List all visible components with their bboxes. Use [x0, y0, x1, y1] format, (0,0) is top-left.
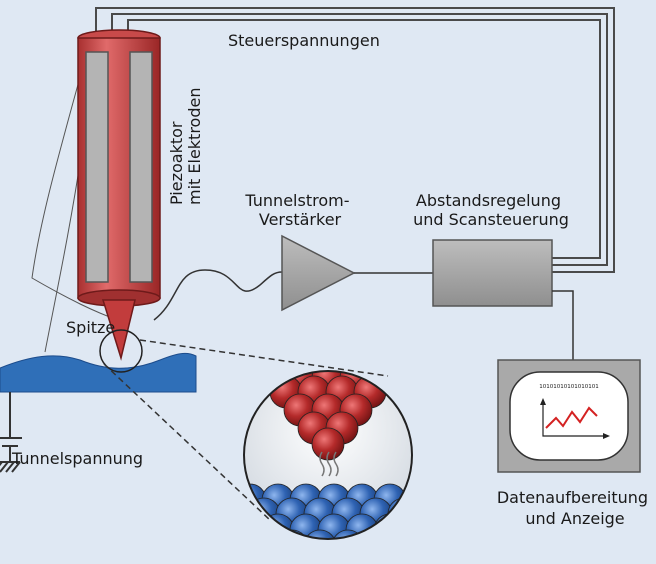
sample-atom [303, 529, 337, 539]
sample-atom [387, 529, 412, 539]
display-label-line2: und Anzeige [525, 509, 624, 528]
display-monitor: 10101010101010101 [497, 359, 641, 473]
piezo-label-line2: mit Elektroden [185, 88, 204, 205]
amplifier-label-line1: Tunnelstrom- [244, 191, 349, 210]
electrode-left [85, 51, 109, 283]
controller-box [432, 239, 553, 307]
tip-label: Spitze [66, 318, 115, 337]
amplifier-triangle [281, 234, 356, 312]
plot-axes [542, 402, 606, 437]
sample-atom [387, 497, 412, 531]
amplifier-label-line2: Verstärker [259, 210, 342, 229]
plot-axis-arrow-y [540, 398, 546, 405]
control-voltages-label: Steuerspannungen [228, 31, 380, 50]
electrode-right [129, 51, 153, 283]
sample-surface [0, 352, 197, 393]
controller-to-display-wire [552, 290, 574, 360]
piezo-actuator [77, 29, 161, 361]
amplifier-label: Tunnelstrom- Verstärker [244, 191, 354, 229]
tip-shape [101, 299, 136, 361]
sample-atom [244, 497, 253, 531]
magnified-view [243, 370, 448, 540]
sample-atom [416, 498, 448, 530]
sample-atom [359, 529, 393, 539]
tip-zoom-circle [99, 329, 143, 373]
zoom-dashed-lines [103, 339, 389, 521]
sample-atom [331, 529, 365, 539]
control-wire-1 [95, 7, 615, 273]
sample-atom [247, 529, 281, 539]
controller-label: Abstandsregelung und Scansteuerung [413, 191, 569, 229]
control-wire-3 [127, 19, 601, 259]
sample-atom [373, 513, 407, 539]
sample-atom [401, 513, 412, 539]
control-voltage-wires [95, 7, 615, 273]
display-label-line1: Datenaufbereitung [497, 488, 648, 507]
piezo-label: Piezoaktor mit Elektroden [167, 88, 204, 205]
tunnel-current-wire [153, 269, 283, 321]
sample-atom [401, 483, 412, 517]
magnified-circle-border [243, 370, 413, 540]
control-wire-2 [111, 13, 608, 266]
display-label: Datenaufbereitung und Anzeige [497, 488, 653, 528]
tunnel-current-waves [319, 451, 339, 477]
plot-line [545, 406, 598, 429]
tunnel-voltage-circuit [0, 392, 22, 473]
piezo-label-line1: Piezoaktor [167, 121, 186, 205]
tunnel-voltage-label: Tunnelspannung [11, 449, 143, 468]
plot-axis-arrow-x [603, 433, 610, 439]
controller-label-line2: und Scansteuerung [413, 210, 569, 229]
controller-label-line1: Abstandsregelung [416, 191, 561, 210]
monitor-bits: 10101010101010101 [539, 384, 599, 390]
sample-atom [244, 513, 267, 539]
